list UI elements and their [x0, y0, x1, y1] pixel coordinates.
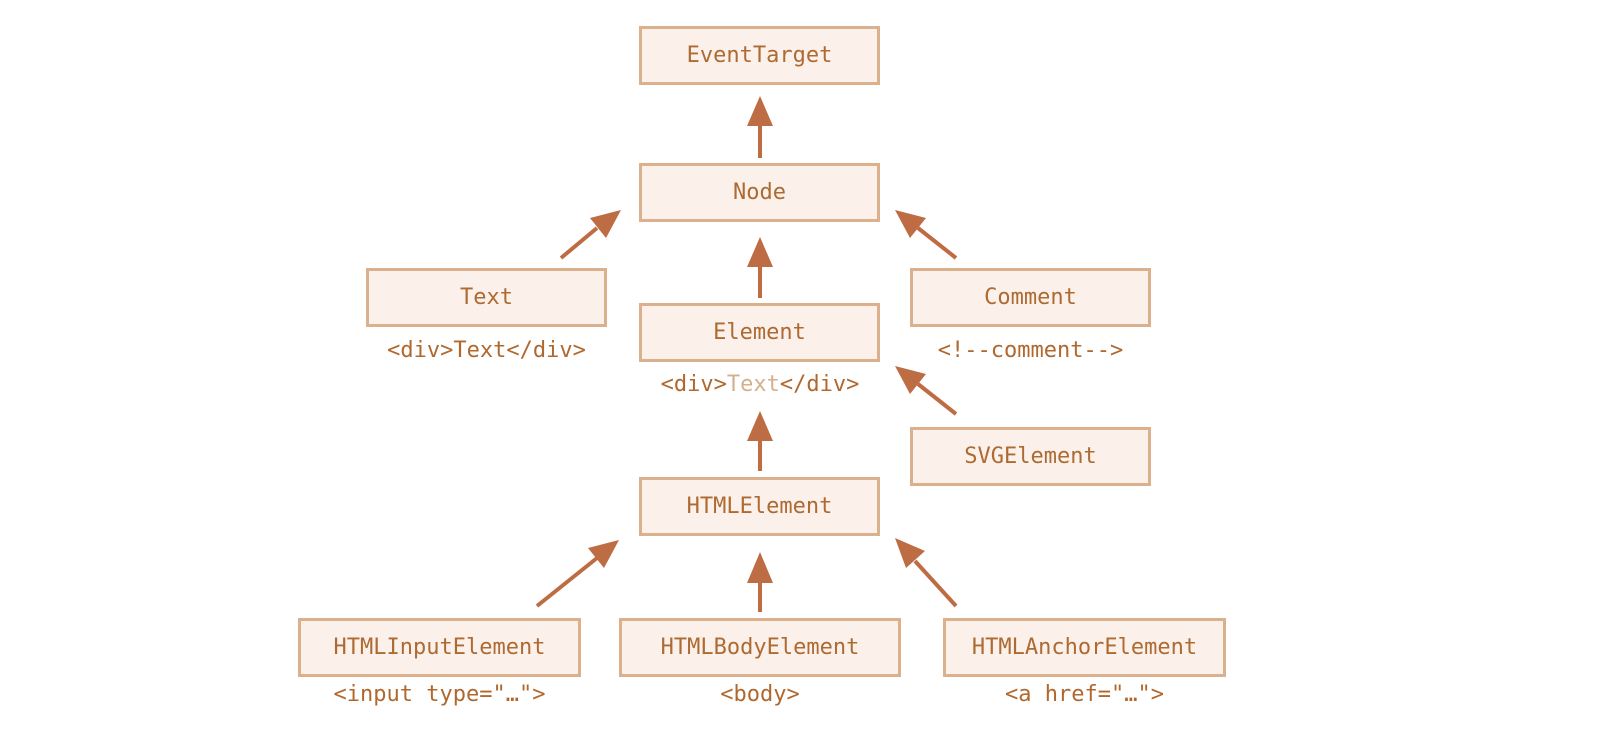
caption-htmlbodyelement: <body> — [720, 682, 800, 707]
arrow-svgelement-to-element — [895, 366, 958, 416]
caption-element-inner: Text — [726, 372, 780, 397]
node-comment: Comment — [910, 268, 1151, 327]
caption-htmlanchorelement: <a href="…"> — [1005, 682, 1164, 707]
node-element: Element — [639, 303, 880, 362]
caption-element-close: </div> — [779, 372, 860, 397]
caption-element-open: <div> — [660, 372, 727, 397]
arrow-text-to-node — [559, 210, 621, 260]
node-text: Text — [366, 268, 607, 327]
node-svgelement: SVGElement — [910, 427, 1151, 486]
caption-htmlinputelement: <input type="…"> — [333, 682, 546, 707]
node-eventtarget: EventTarget — [639, 26, 880, 85]
node-htmlanchorelement: HTMLAnchorElement — [943, 618, 1226, 677]
node-htmlelement: HTMLElement — [639, 477, 880, 536]
arrow-htmlinputelement-to-htmlelement — [535, 540, 619, 608]
caption-element: <div>Text</div> — [619, 372, 901, 397]
node-htmlbodyelement: HTMLBodyElement — [619, 618, 901, 677]
caption-text: <div>Text</div> — [387, 338, 586, 363]
caption-comment: <!--comment--> — [937, 338, 1124, 363]
arrow-node-to-eventtarget — [747, 96, 773, 158]
arrow-element-to-node — [747, 237, 773, 298]
node-htmlinputelement: HTMLInputElement — [298, 618, 581, 677]
arrow-comment-to-node — [895, 210, 958, 260]
node-node: Node — [639, 163, 880, 222]
arrow-htmlanchorelement-to-htmlelement — [895, 538, 958, 608]
arrow-htmlelement-to-element — [747, 411, 773, 471]
arrow-htmlbodyelement-to-htmlelement — [747, 552, 773, 612]
